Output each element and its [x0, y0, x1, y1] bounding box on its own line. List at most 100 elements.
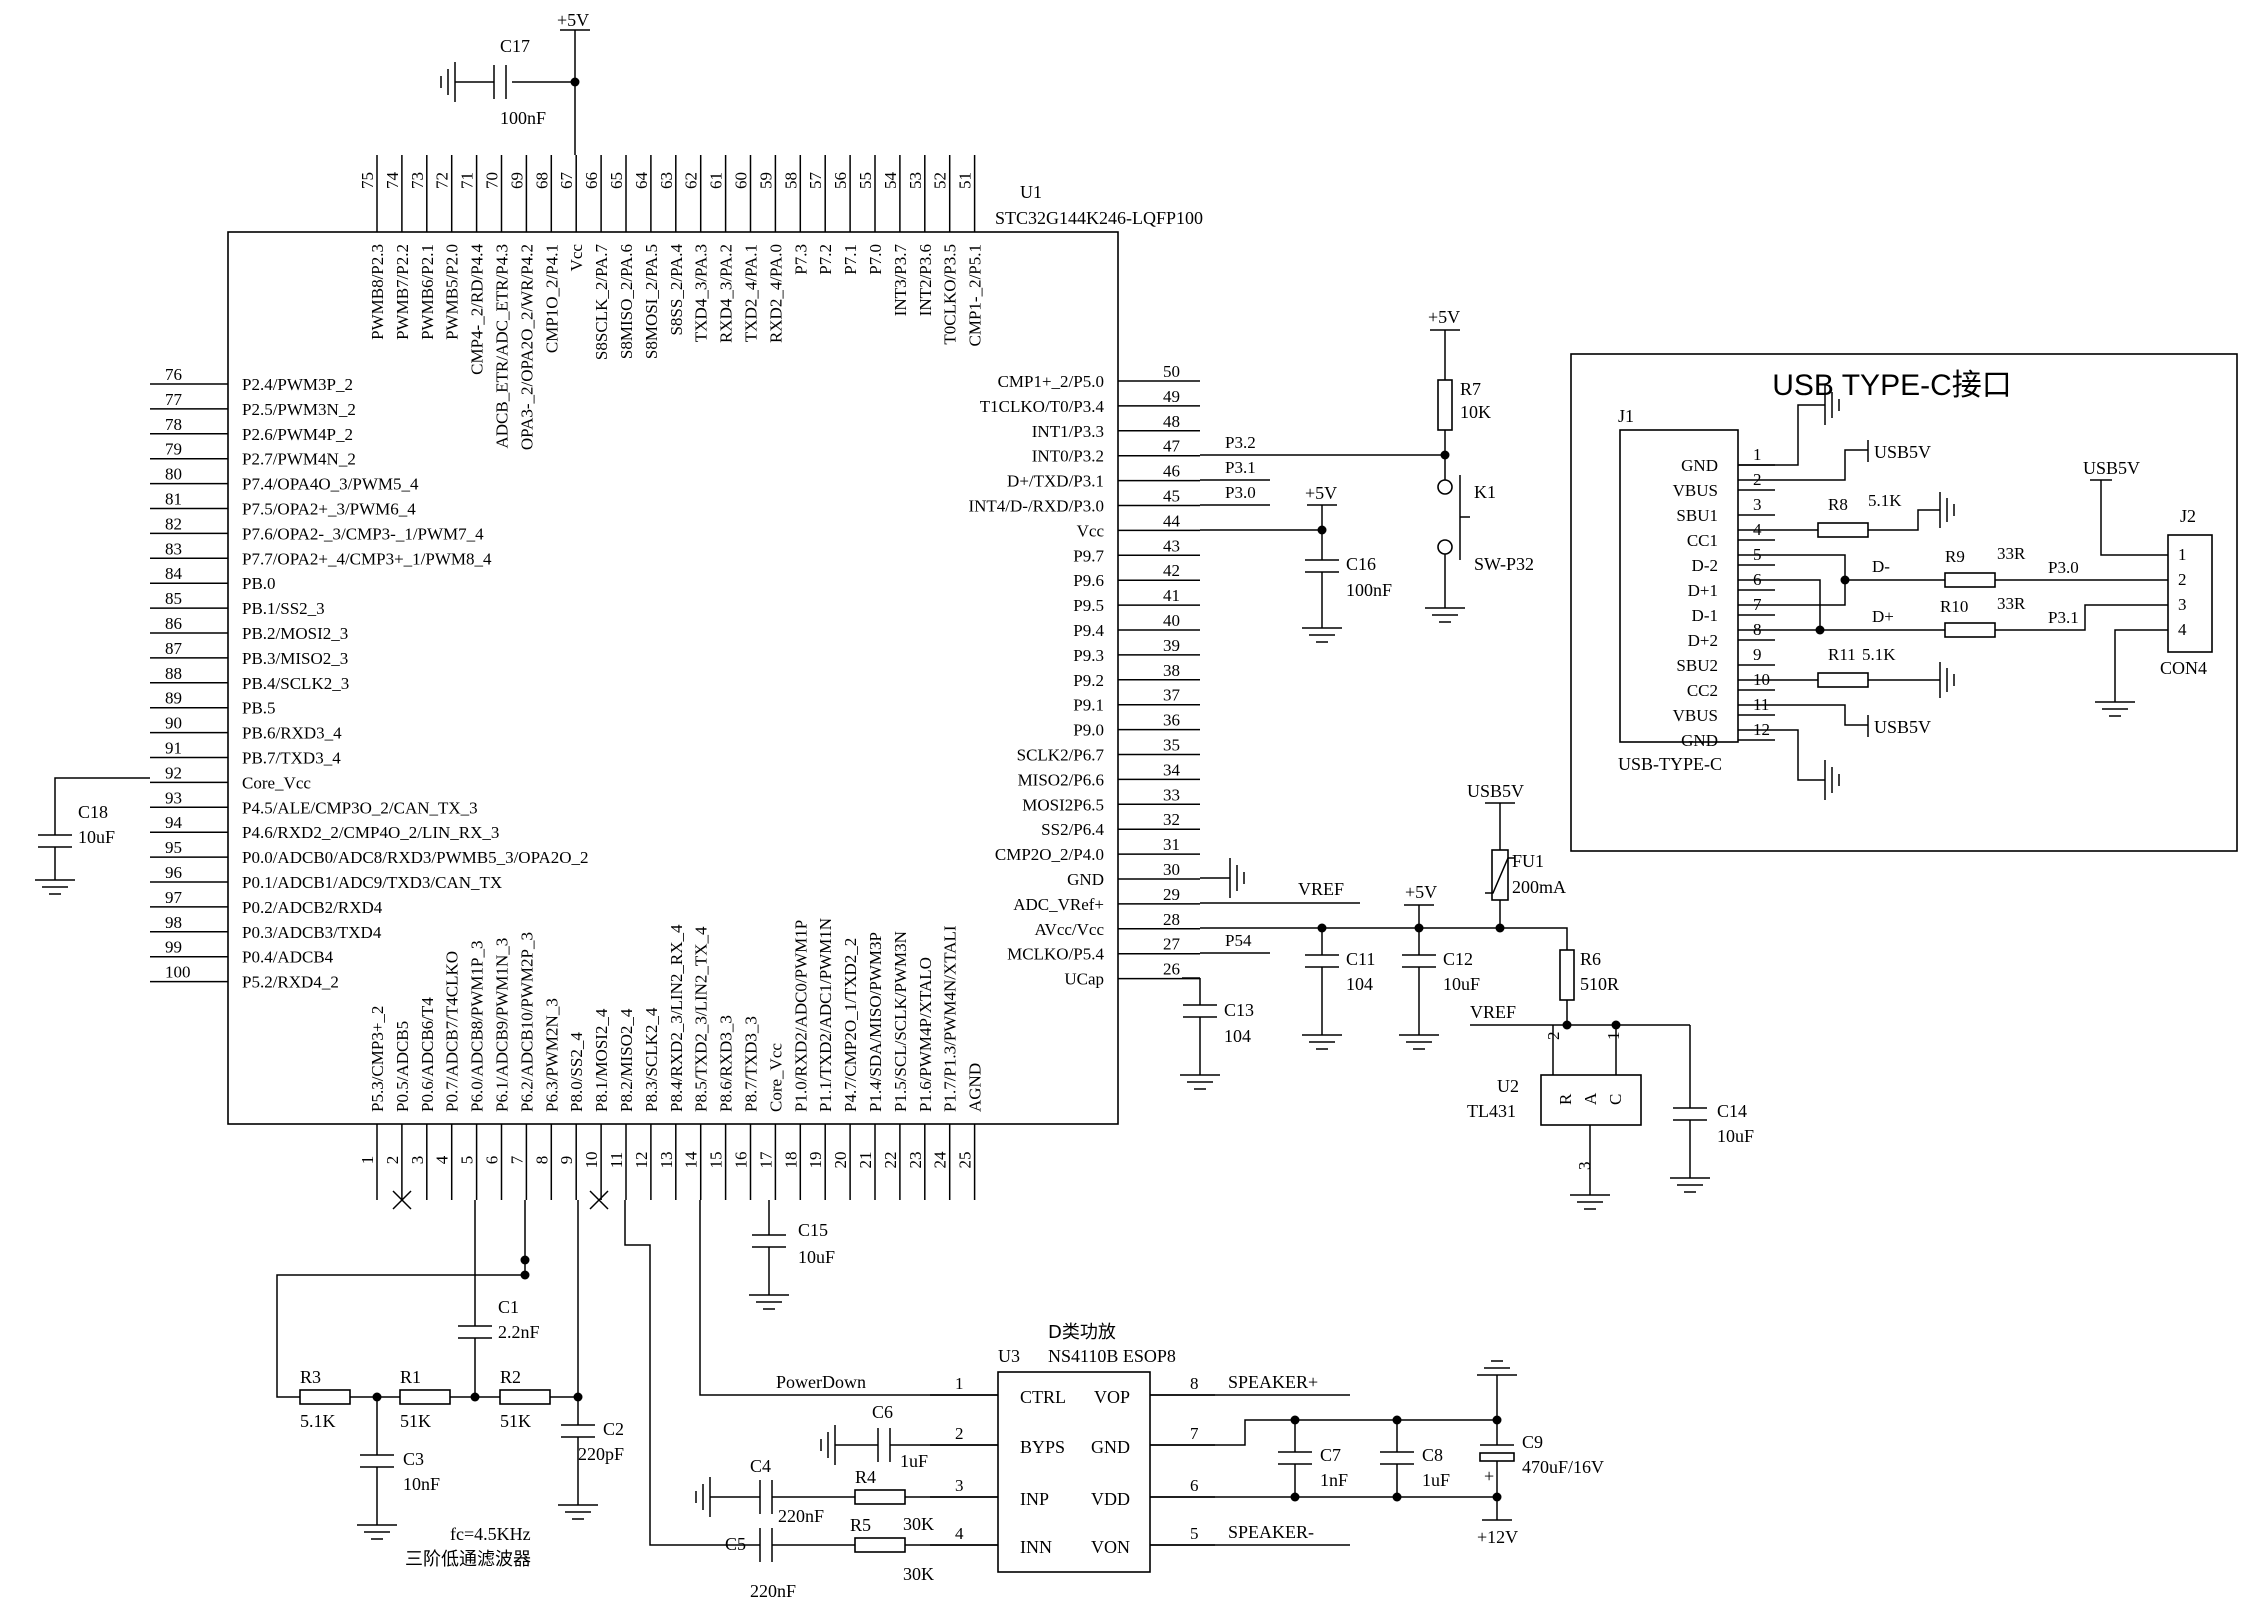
- u1-pin-number: 78: [165, 415, 182, 434]
- u1-pin-number: 69: [507, 172, 526, 189]
- u1-left-pins: 76P2.4/PWM3P_277P2.5/PWM3N_278P2.6/PWM4P…: [150, 365, 589, 992]
- filter-input-wire: [276, 1200, 476, 1398]
- u1-pin-name: TXD4_3/PA.3: [692, 244, 711, 342]
- r11-value: 5.1K: [1862, 645, 1896, 664]
- u1-pin-name: P2.6/PWM4P_2: [242, 425, 353, 444]
- u1-pin-name: P7.5/OPA2+_3/PWM6_4: [242, 500, 416, 519]
- u1-pin-name: T0CLKO/P3.5: [941, 244, 960, 345]
- p54-label: P54: [1225, 931, 1252, 950]
- u1-pin-number: 68: [532, 172, 551, 189]
- ground-icon: [1670, 1177, 1710, 1193]
- u1-pin-number: 16: [732, 1152, 751, 1169]
- r2-value: 51K: [500, 1411, 531, 1431]
- u1-pin-number: 52: [931, 172, 950, 189]
- j1-pin-name: CC2: [1687, 681, 1718, 700]
- dplus-label: D+: [1872, 607, 1894, 626]
- u1-pin-name: P0.6/ADCB6/T4: [418, 997, 437, 1112]
- u1-pin-name: OPA3-_2/OPA2O_2/WR/P4.2: [517, 244, 536, 450]
- u1-pin-name: P7.1: [841, 244, 860, 275]
- c4-ref: C4: [750, 1456, 771, 1476]
- u1-pin-number: 79: [165, 440, 182, 459]
- r6-feed-wire: [1500, 927, 1568, 950]
- u1-pin-name: S8MISO_2/PA.6: [617, 244, 636, 359]
- speaker-minus-label: SPEAKER-: [1228, 1522, 1314, 1542]
- r9-ref: R9: [1945, 547, 1965, 566]
- u2-tl431-body: [1540, 1074, 1642, 1126]
- ground-icon: [440, 62, 456, 102]
- u1-pin-number: 62: [682, 172, 701, 189]
- r5-ref: R5: [850, 1515, 871, 1535]
- c3-ref: C3: [403, 1449, 424, 1469]
- c18-core-cap: C18 10uF: [35, 777, 150, 895]
- u1-pin-name: S8SS_2/PA.4: [667, 244, 686, 336]
- u1-pin-number: 35: [1163, 736, 1180, 755]
- u1-pin-number: 80: [165, 465, 182, 484]
- r4-ref: R4: [855, 1467, 876, 1487]
- fu1-value: 200mA: [1512, 877, 1566, 897]
- j2-pin3: 3: [2178, 595, 2187, 614]
- u1-pin-number: 26: [1163, 960, 1180, 979]
- u2-pinnum-a: 1: [1604, 1032, 1623, 1041]
- u3-pin-number: 6: [1190, 1476, 1199, 1495]
- u1-pin-number: 98: [165, 913, 182, 932]
- usb-section-title: USB TYPE-C接口: [1772, 369, 2012, 402]
- c14-ref: C14: [1717, 1101, 1747, 1121]
- u1-pin-number: 59: [756, 172, 775, 189]
- u1-pin-name: P7.6/OPA2-_3/CMP3-_1/PWM7_4: [242, 524, 484, 543]
- c9-plus-mark: +: [1484, 1466, 1494, 1486]
- class-d-amplifier: D类功放 U3 NS4110B ESOP8 1CTRL2BYPS3INP4INN…: [624, 1200, 1604, 1601]
- j1-pin-number: 3: [1753, 495, 1762, 514]
- u1-pin-number: 51: [956, 172, 975, 189]
- u1-pin-name: P7.3: [791, 244, 810, 275]
- u1-pin-name: PB.0: [242, 574, 276, 593]
- u1-pin-name: UCap: [1064, 970, 1104, 989]
- u1-pin-number: 92: [165, 763, 182, 782]
- r4-resistor: [854, 1489, 906, 1505]
- j1-pin-name: GND: [1681, 456, 1718, 475]
- u1-pin-number: 61: [707, 172, 726, 189]
- u1-pin-name: P0.4/ADCB4: [242, 948, 334, 967]
- dminus-label: D-: [1872, 557, 1890, 576]
- u1-pin-number: 33: [1163, 785, 1180, 804]
- u1-pin-number: 45: [1163, 487, 1180, 506]
- c13-value: 104: [1224, 1026, 1251, 1046]
- ground-icon: [820, 1425, 836, 1465]
- u1-pin-name: P1.4/SDA/MISO/PWM3P: [866, 932, 885, 1112]
- u3-pin-number: 7: [1190, 1424, 1199, 1443]
- u1-pin-number: 17: [756, 1151, 775, 1169]
- junction-dot: [1840, 575, 1850, 585]
- j1-pin-number: 9: [1753, 645, 1762, 664]
- r6-ref: R6: [1580, 949, 1601, 969]
- u1-pin-number: 27: [1163, 935, 1181, 954]
- c2-ref: C2: [603, 1419, 624, 1439]
- u3-pin-name: VOP: [1094, 1387, 1130, 1407]
- c18-value: 10uF: [78, 827, 115, 847]
- usb5v-bottom-label: USB5V: [1874, 717, 1931, 737]
- r11-ref: R11: [1828, 645, 1856, 664]
- u1-pin-number: 85: [165, 589, 182, 608]
- u1-ref: U1: [1020, 182, 1042, 202]
- u1-pin-name: S8MOSI_2/PA.5: [642, 244, 661, 359]
- u3-pin-name: VDD: [1091, 1489, 1130, 1509]
- j1-connector-body: [1619, 429, 1739, 743]
- u1-pin-number: 55: [856, 172, 875, 189]
- u1-pin-name: P0.3/ADCB3/TXD4: [242, 923, 382, 942]
- u3-pin-number: 4: [955, 1524, 964, 1543]
- u1-pin-name: P1.7/P1.3/PWM4N/XTALI: [941, 925, 960, 1112]
- r7-value: 10K: [1460, 402, 1491, 422]
- plus5v-label: +5V: [557, 10, 589, 30]
- c7-ref: C7: [1320, 1445, 1341, 1465]
- dminus1-wire: [1738, 580, 1846, 606]
- amp-title: D类功放: [1048, 1322, 1116, 1343]
- ground-icon: [1399, 1034, 1439, 1050]
- u3-pin-name: CTRL: [1020, 1387, 1066, 1407]
- c1-ref: C1: [498, 1297, 519, 1317]
- amp-gnd-rail: [1150, 1419, 1497, 1446]
- usb5v-top-label: USB5V: [1874, 442, 1931, 462]
- u1-pin-name: P0.0/ADCB0/ADC8/RXD3/PWMB5_3/OPA2O_2: [242, 848, 589, 867]
- u1-pin-name: P9.6: [1073, 571, 1104, 590]
- no-connect-icon: [589, 1190, 609, 1210]
- u1-pin-number: 70: [483, 172, 502, 189]
- u1-pin-name: P9.4: [1073, 621, 1104, 640]
- ground-icon: [1229, 858, 1245, 898]
